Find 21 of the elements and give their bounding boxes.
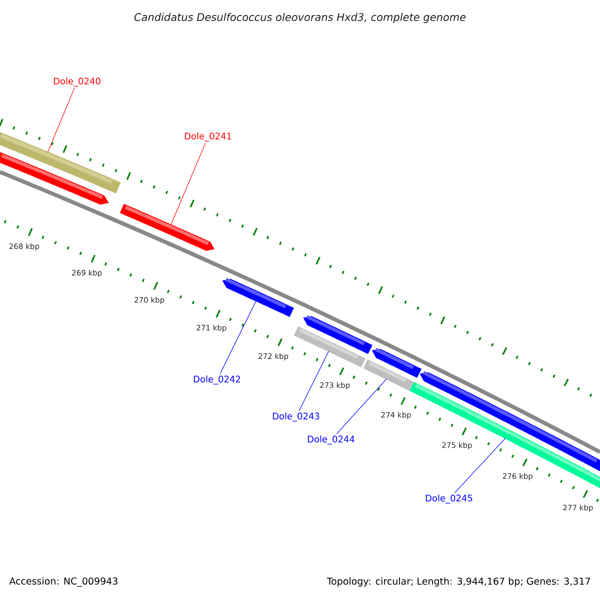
title: Candidatus Desulfococcus oleovorans Hxd3, complete genome bbox=[134, 12, 466, 24]
gene-feature bbox=[0, 152, 109, 205]
leader-line bbox=[454, 438, 506, 494]
gene-label: Dole_0242 bbox=[194, 376, 240, 384]
gene-feature bbox=[222, 278, 294, 317]
gene-feature bbox=[120, 204, 215, 251]
feature-bar bbox=[363, 359, 414, 391]
leader-line bbox=[220, 300, 256, 374]
gene-label: Dole_0245 bbox=[426, 494, 472, 504]
gene-label: Dole_0240 bbox=[54, 78, 100, 86]
gene-label: Dole_0244 bbox=[308, 436, 354, 444]
feature-bar bbox=[410, 382, 600, 490]
leader-line bbox=[298, 350, 329, 412]
genome-info-text: Topology: circular; Length: 3,944,167 bp; Genes: 3,317 bbox=[326, 577, 590, 587]
gene-label: Dole_0243 bbox=[272, 412, 320, 422]
leader-line bbox=[336, 378, 387, 434]
accession-text: Accession: NC_009943 bbox=[9, 577, 118, 587]
leader-line bbox=[170, 142, 206, 226]
gene-label: Dole_0241 bbox=[184, 132, 232, 142]
feature-bar bbox=[294, 326, 366, 368]
leader-line bbox=[47, 88, 75, 152]
